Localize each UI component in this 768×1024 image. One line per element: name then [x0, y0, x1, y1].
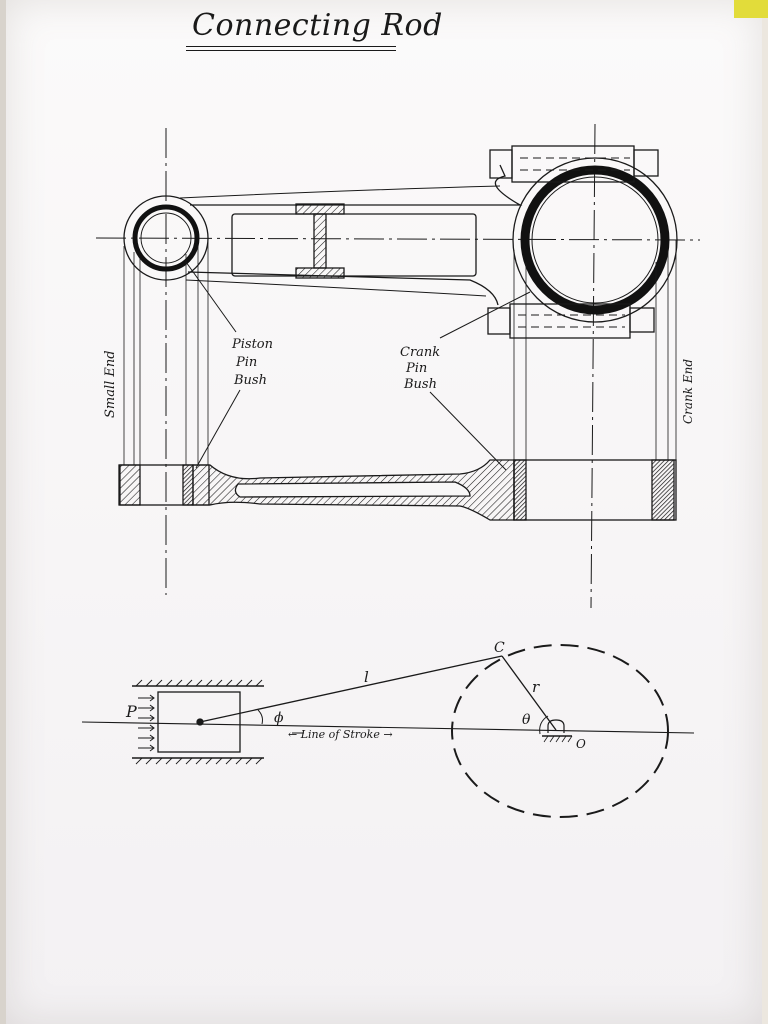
- line-of-stroke-label: ← Line of Stroke →: [288, 728, 393, 741]
- piston-bush-section: [182, 464, 194, 506]
- crank-link: [501, 655, 557, 731]
- page-corner: [734, 0, 768, 18]
- slider-crank-diagram: [81, 644, 695, 818]
- label-line: Pin: [235, 355, 257, 370]
- section-flange-bottom: [295, 267, 345, 279]
- piston-pin-bore: [140, 212, 192, 264]
- pressure-arrows: [138, 694, 155, 752]
- rod-plan-view: [95, 123, 701, 609]
- rod-top-edge: [190, 164, 523, 206]
- big-end-outer-circle: [512, 157, 678, 323]
- phi-label: ϕ: [274, 710, 284, 726]
- piston-pin-bush-label: Piston Pin Bush: [231, 337, 273, 388]
- small-end-wall-left: [119, 464, 141, 506]
- crank-pin-bush: [520, 165, 670, 315]
- rod-lower-contour: [185, 279, 487, 297]
- page-title: Connecting Rod: [192, 8, 443, 43]
- piston-block: [157, 691, 241, 753]
- bolt-nut-top-right: [633, 149, 659, 177]
- crank-bush-elevation-leader: [429, 391, 507, 471]
- label-line: Bush: [403, 377, 437, 392]
- rod-axis-line: [95, 237, 701, 241]
- title-underline: [186, 50, 396, 52]
- force-p-label: P: [125, 702, 137, 721]
- crank-bush-leader: [439, 291, 531, 339]
- crank-end-label: Crank End: [681, 359, 695, 424]
- page-edge: [0, 0, 6, 1024]
- crank-bearing: [547, 719, 565, 733]
- label-line: Bush: [233, 373, 267, 388]
- wall-hatching: [135, 679, 263, 765]
- crank-radius-label: r: [532, 678, 540, 696]
- small-end-label: Small End: [103, 350, 118, 418]
- section-web: [313, 213, 327, 269]
- centre-o-label: O: [576, 737, 586, 751]
- connecting-rod-link: [199, 655, 503, 723]
- label-line: Crank: [400, 345, 440, 360]
- phi-arc: [257, 709, 263, 725]
- crank-pin-bush-label: Crank Pin Bush: [400, 345, 440, 392]
- section-flange-top: [295, 203, 345, 215]
- crank-circle: [451, 644, 669, 818]
- label-line: Piston: [231, 337, 273, 352]
- theta-arc: [539, 715, 549, 735]
- rod-length-label: l: [364, 668, 369, 686]
- label-line: Pin: [405, 361, 427, 376]
- projection-lines: [123, 240, 677, 465]
- piston-pin-bush: [132, 204, 200, 272]
- rod-bottom-edge: [187, 271, 499, 306]
- notebook-page: [6, 0, 762, 1024]
- bolt-head-top-left: [489, 149, 513, 179]
- small-end-outer-circle: [123, 195, 209, 281]
- piston-bush-leader: [185, 261, 237, 333]
- rod-elevation-view: [118, 389, 677, 521]
- web-recess: [231, 213, 477, 277]
- line-of-stroke: [81, 721, 695, 734]
- crank-pin-c-label: C: [494, 640, 505, 656]
- crank-pin-bore: [531, 176, 659, 304]
- crank-bush-section-right: [651, 459, 675, 521]
- bolt-nut-bottom-right: [629, 307, 655, 333]
- theta-label: θ: [522, 712, 531, 728]
- crank-end-centre-line: [590, 123, 596, 609]
- piston-bush-elevation-leader: [195, 389, 241, 469]
- rod-upper-contour: [179, 185, 501, 199]
- title-underline: [186, 46, 396, 48]
- crank-bush-section-left: [513, 459, 527, 521]
- shank-recess: [234, 481, 471, 498]
